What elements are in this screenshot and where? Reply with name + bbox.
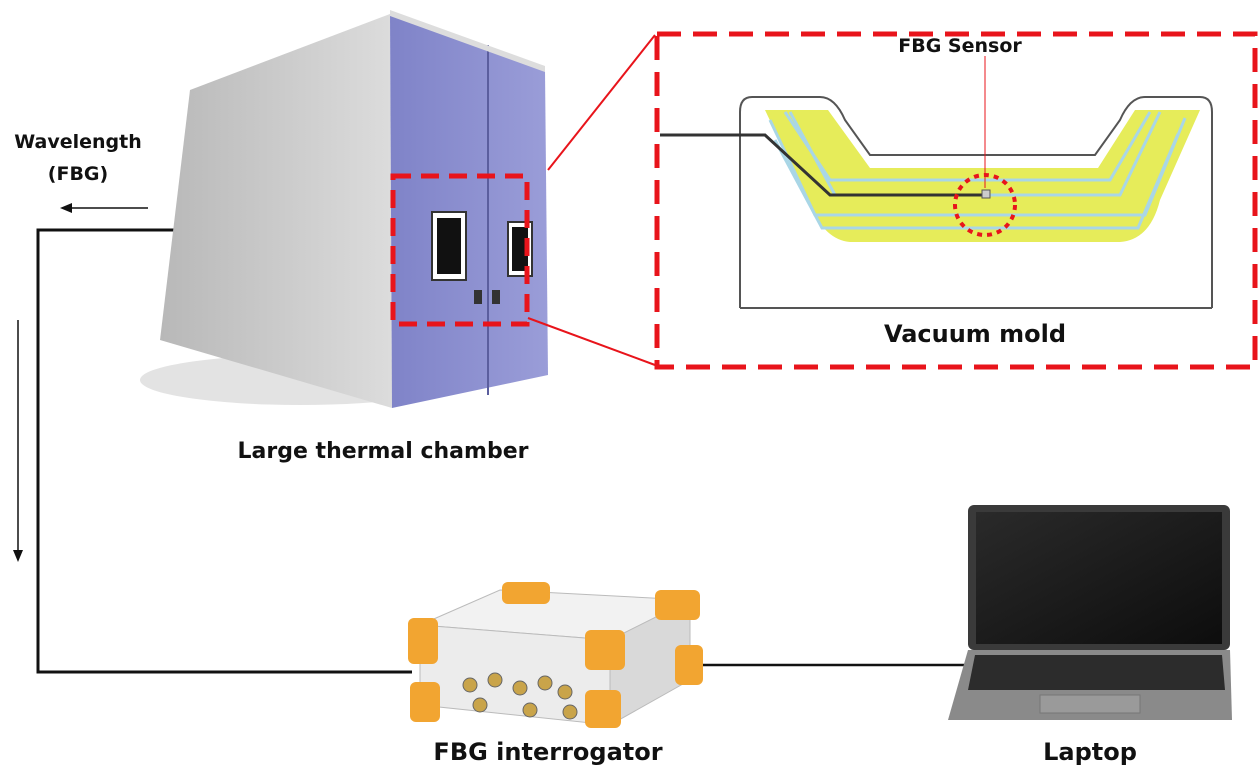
laptop-image [948,505,1232,720]
zoom-connector-bottom [527,317,656,366]
svg-text:Wavelength: Wavelength [14,131,142,153]
fiber-cable-chamber-to-interrogator [36,228,412,674]
vacuum-mold-illustration [660,56,1213,309]
thermal-chamber-image [140,10,548,408]
left-arrow-icon [60,203,148,213]
fbg-sensor-label: FBG Sensor [898,35,1022,57]
fbg-interrogator-image [408,582,703,728]
laptop-label: Laptop [1043,738,1137,766]
zoom-connector-top [547,34,656,171]
chamber-label: Large thermal chamber [238,439,529,464]
interrogator-label: FBG interrogator [433,738,662,766]
down-arrow-icon [13,320,23,562]
sensor-highlight-circle [953,173,1017,237]
wavelength-label: Wavelength (FBG) [14,131,142,185]
svg-text:(FBG): (FBG) [48,163,108,185]
door-highlight-box [390,173,530,327]
vacuum-mold-label: Vacuum mold [884,320,1066,348]
